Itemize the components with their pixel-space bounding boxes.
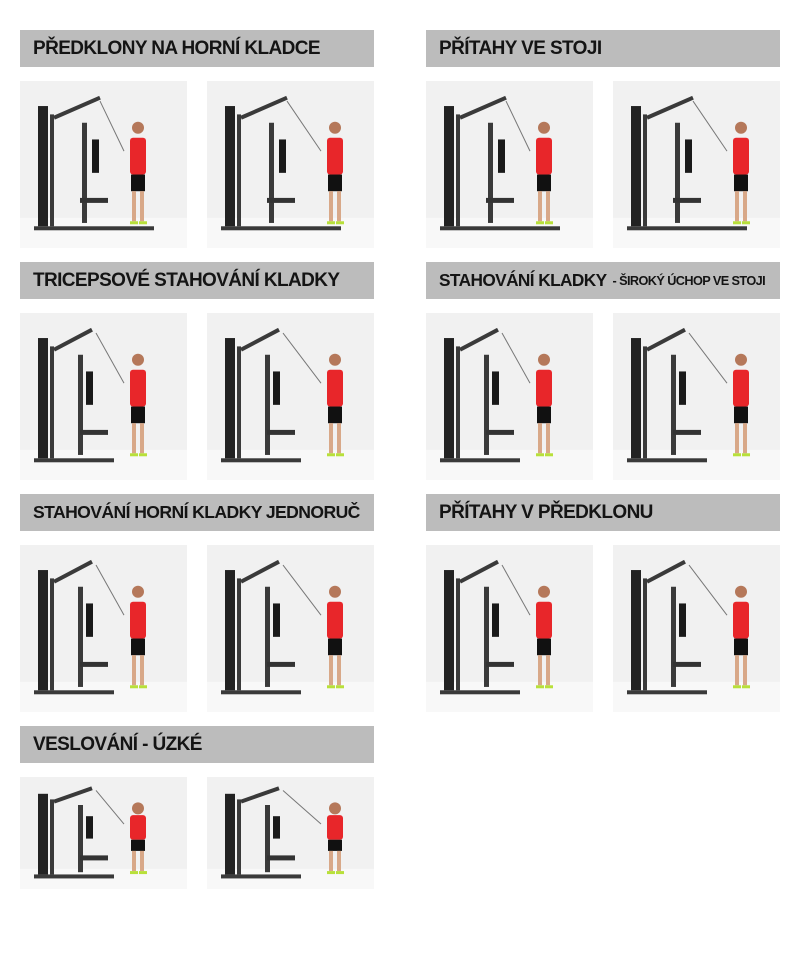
exercise-photo-end [613,313,780,480]
section-title: TRICEPSOVÉ STAHOVÁNÍ KLADKY [33,269,340,291]
exercise-section: TRICEPSOVÉ STAHOVÁNÍ KLADKY [20,262,374,480]
exercise-photo-start [20,777,187,889]
exercise-photo-end [613,545,780,712]
exercise-photo-start [426,81,593,248]
exercise-section: STAHOVÁNÍ KLADKY - ŠIROKÝ ÚCHOP VE STOJI [426,262,780,480]
exercise-photo-end [207,777,374,889]
section-header: TRICEPSOVÉ STAHOVÁNÍ KLADKY [20,262,374,299]
section-header: PŘÍTAHY VE STOJI [426,30,780,67]
exercise-section: PŘÍTAHY V PŘEDKLONU [426,494,780,712]
exercise-section: VESLOVÁNÍ - ÚZKÉ [20,726,374,889]
exercise-photo-start [20,313,187,480]
exercise-section: PŘEDKLONY NA HORNÍ KLADCE [20,30,374,248]
exercise-photo-end [207,545,374,712]
section-title: PŘÍTAHY VE STOJI [439,37,602,59]
exercise-photo-end [207,313,374,480]
section-header: STAHOVÁNÍ HORNÍ KLADKY JEDNORUČ [20,494,374,531]
exercise-photo-end [207,81,374,248]
section-header: PŘEDKLONY NA HORNÍ KLADCE [20,30,374,67]
section-header: STAHOVÁNÍ KLADKY - ŠIROKÝ ÚCHOP VE STOJI [426,262,780,299]
exercise-section: PŘÍTAHY VE STOJI [426,30,780,248]
section-title: PŘÍTAHY V PŘEDKLONU [439,501,653,523]
exercise-photo-start [426,313,593,480]
exercise-photo-start [20,545,187,712]
section-title: PŘEDKLONY NA HORNÍ KLADCE [33,37,321,59]
section-title: STAHOVÁNÍ KLADKY [439,270,607,290]
section-title: VESLOVÁNÍ - ÚZKÉ [33,733,202,755]
section-header: VESLOVÁNÍ - ÚZKÉ [20,726,374,763]
exercise-photo-start [20,81,187,248]
exercise-section: STAHOVÁNÍ HORNÍ KLADKY JEDNORUČ [20,494,374,712]
exercise-photo-start [426,545,593,712]
exercise-photo-end [613,81,780,248]
section-title: STAHOVÁNÍ HORNÍ KLADKY JEDNORUČ [33,502,360,522]
section-header: PŘÍTAHY V PŘEDKLONU [426,494,780,531]
section-subtitle: - ŠIROKÝ ÚCHOP VE STOJI [612,273,766,288]
